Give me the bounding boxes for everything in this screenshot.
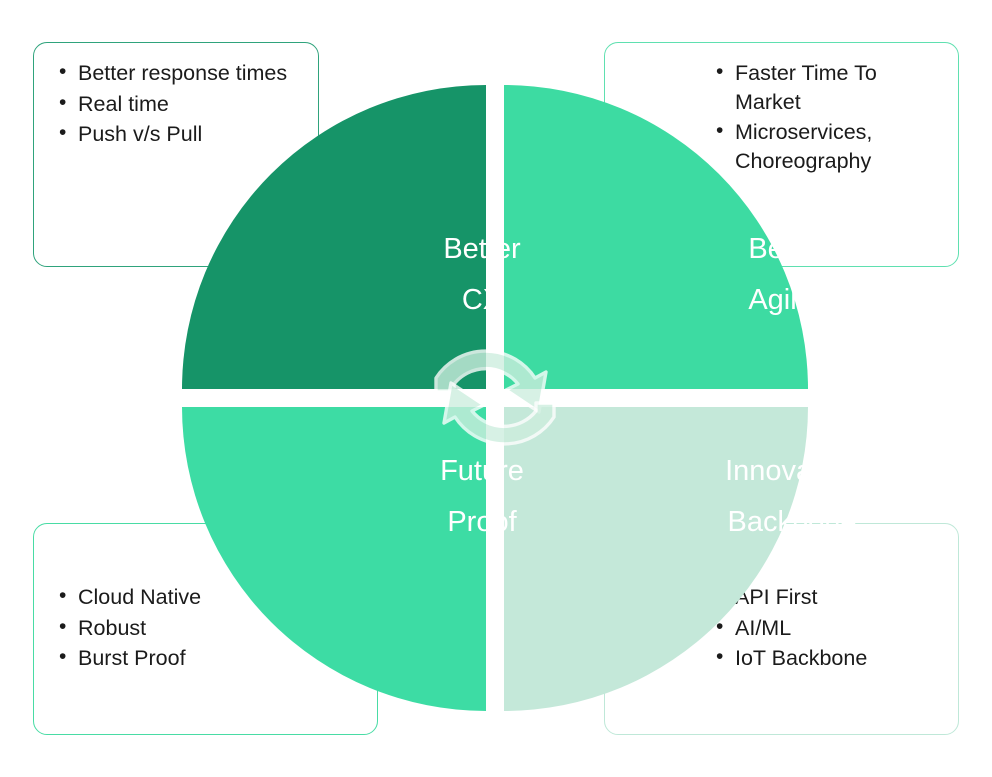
list-item: Cloud Native xyxy=(56,582,363,612)
quadrant-fill xyxy=(504,85,808,389)
list-item: Push v/s Pull xyxy=(56,119,304,149)
list-item: Microservices, Choreography xyxy=(713,117,938,175)
quadrant-fill xyxy=(182,407,486,711)
quadrant-innovation-backbone[interactable] xyxy=(504,407,808,711)
callout-list-better-cx: Better response times Real time Push v/s… xyxy=(56,58,304,151)
list-item: IoT Backbone xyxy=(713,643,944,673)
callout-list-future-proof: Cloud Native Robust Burst Proof xyxy=(56,582,363,675)
quadrant-better-cx[interactable] xyxy=(182,85,486,389)
list-item: AI/ML xyxy=(713,613,944,643)
callout-list-innovation-backbone: API First AI/ML IoT Backbone xyxy=(713,582,944,675)
list-item: Better response times xyxy=(56,58,304,88)
quadrant-fill xyxy=(182,85,486,389)
list-item: Real time xyxy=(56,89,304,119)
callout-list-better-agility: Faster Time To Market Microservices, Cho… xyxy=(713,58,938,177)
list-item: Robust xyxy=(56,613,363,643)
list-item: Burst Proof xyxy=(56,643,363,673)
list-item: Faster Time To Market xyxy=(713,58,938,116)
quadrant-better-agility[interactable] xyxy=(504,85,808,389)
quadrant-wheel: Better CX Better Agility Future Proof In… xyxy=(182,85,859,711)
callout-better-cx: Better response times Real time Push v/s… xyxy=(33,42,319,267)
quadrant-future-proof[interactable] xyxy=(182,407,486,711)
quadrant-fill xyxy=(504,407,808,711)
list-item: API First xyxy=(713,582,944,612)
